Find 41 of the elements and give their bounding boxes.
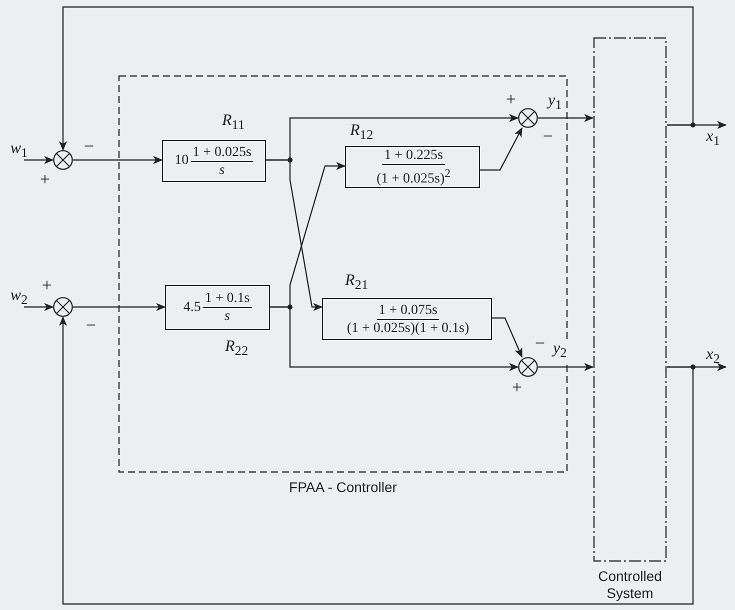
transfer-function-box [162, 140, 266, 182]
arrow [73, 156, 163, 164]
arrow [538, 363, 594, 371]
signal-label: x$_{1}$ [700, 125, 726, 149]
group-label: Controlled System [597, 568, 663, 602]
block-label: R$_{11}$ [222, 112, 245, 134]
arrow [480, 127, 523, 171]
sign-label: + [38, 170, 52, 188]
summing-junction [53, 150, 73, 170]
block-label: R$_{22}$ [225, 338, 248, 360]
transfer-function: 1 + 0.225s (1 + 0.025s)$^{2}$ [376, 146, 452, 188]
sign-label: − [542, 127, 554, 145]
group-label: FPAA - Controller [288, 479, 398, 496]
sign-label: − [82, 137, 96, 155]
arrow [266, 159, 323, 311]
summing-junction [518, 108, 538, 128]
sign-label: + [510, 378, 524, 396]
summing-junction [53, 297, 73, 317]
summing-junction [518, 357, 538, 377]
arrow [538, 114, 594, 122]
arrow [73, 303, 166, 311]
arrow [24, 156, 54, 164]
signal-label: w$_{1}$ [6, 138, 32, 160]
block-label: R$_{12}$ [350, 122, 374, 144]
transfer-function: 1 + 0.075s (1 + 0.025s)(1 + 0.1s) [346, 302, 470, 336]
arrow [24, 303, 54, 311]
sign-label: + [40, 276, 54, 294]
arrow [270, 306, 519, 371]
transfer-function-box [345, 146, 480, 188]
signal-label: x$_{2}$ [700, 342, 726, 367]
sign-label: − [534, 334, 546, 352]
signal-label: w$_{2}$ [6, 285, 32, 307]
transfer-function-box [322, 298, 492, 340]
edge-label: y$_{2}$ [552, 340, 568, 362]
arrow [59, 6, 694, 151]
sign-label: − [84, 316, 98, 334]
sign-label: + [504, 90, 518, 108]
arrow [59, 316, 694, 605]
block-label: R$_{21}$ [345, 272, 368, 294]
arrow [492, 317, 523, 358]
transfer-function-box [165, 285, 270, 330]
